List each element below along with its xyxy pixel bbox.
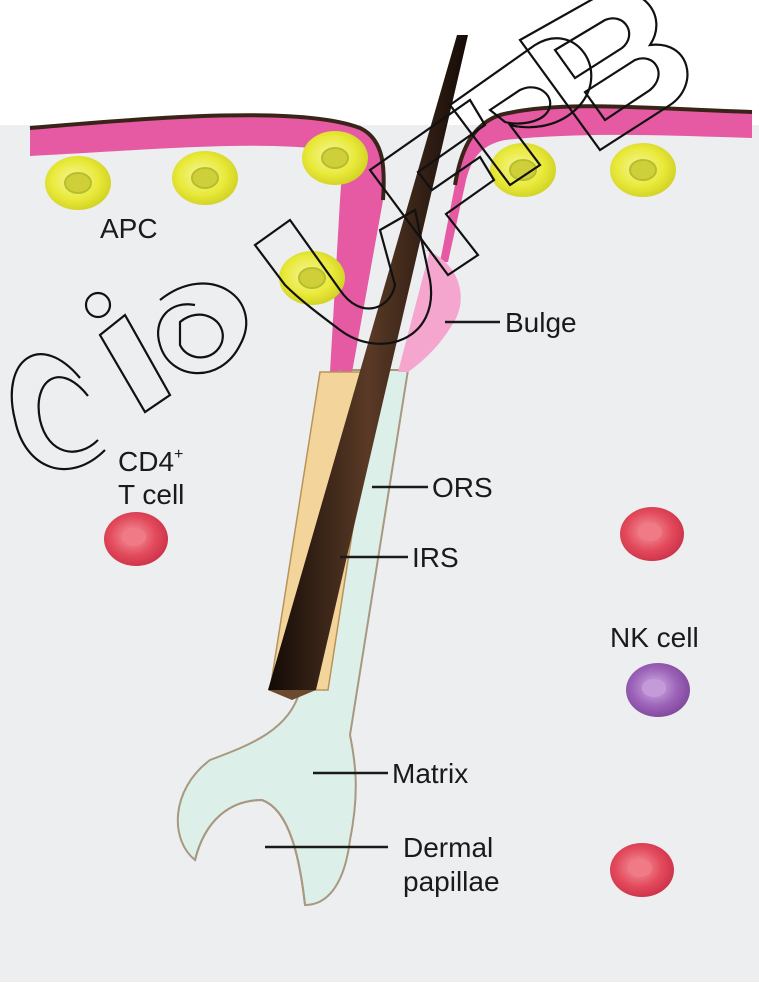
apc-cell	[45, 156, 111, 210]
label-bulge: Bulge	[505, 307, 577, 338]
t-cell	[610, 843, 674, 897]
label-ors: ORS	[432, 472, 493, 503]
label-apc: APC	[100, 213, 158, 244]
apc-cell	[610, 143, 676, 197]
t-cell	[104, 512, 168, 566]
apc-cell	[279, 251, 345, 305]
label-matrix: Matrix	[392, 758, 468, 789]
nk-cell	[626, 663, 690, 717]
label-irs: IRS	[412, 542, 459, 573]
apc-cell	[302, 131, 368, 185]
label-dermal-line1: Dermal	[403, 832, 493, 863]
t-cell	[620, 507, 684, 561]
apc-cell	[172, 151, 238, 205]
label-cd4-line2: T cell	[118, 479, 184, 510]
label-nk-cell: NK cell	[610, 622, 699, 653]
label-cd4-line1: CD4+	[118, 446, 183, 477]
label-dermal-line2: papillae	[403, 866, 500, 897]
